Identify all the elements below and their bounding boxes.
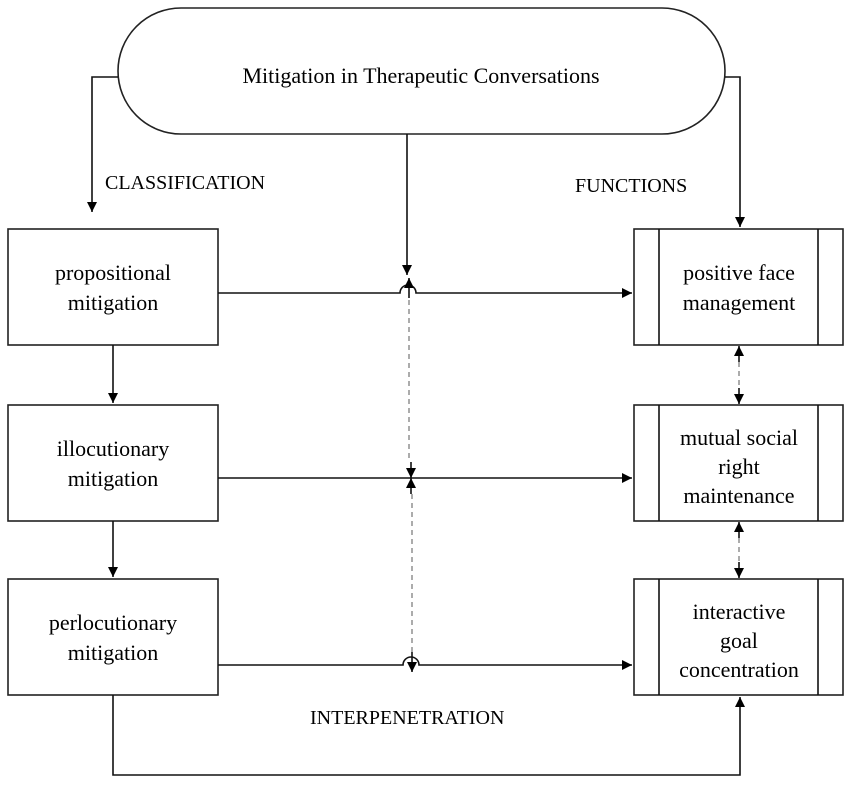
arrow-to-classification — [87, 76, 118, 212]
title-text: Mitigation in Therapeutic Conversations — [242, 63, 599, 88]
arrow-perloc-to-goal-bottom — [112, 695, 745, 776]
arrow-perloc-to-goal — [218, 656, 632, 670]
arrow-prop-to-face — [218, 284, 632, 298]
classification-label: CLASSIFICATION — [105, 172, 265, 194]
functions-label: FUNCTIONS — [575, 175, 687, 197]
title-node: Mitigation in Therapeutic Conversations — [117, 7, 726, 135]
interpenetration-label: INTERPENETRATION — [310, 707, 504, 729]
arrow-to-functions — [725, 76, 745, 227]
